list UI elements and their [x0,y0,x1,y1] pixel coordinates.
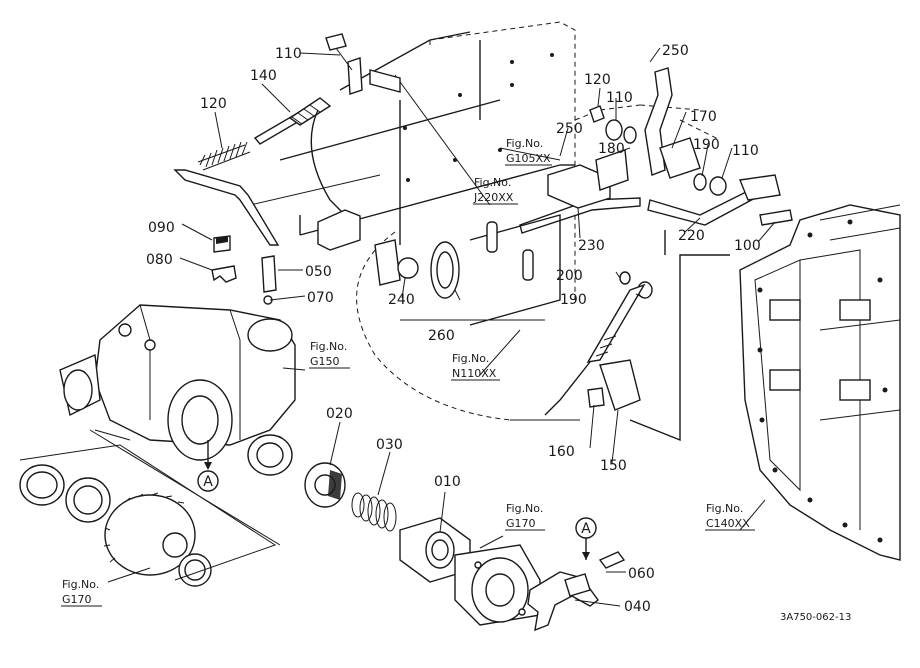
part-label-200: 190 [560,292,587,308]
marker-a2: A [575,517,597,560]
brake-housing [59,304,296,461]
part-label-170: 160 [548,444,575,460]
flange-g170 [454,544,541,626]
bearing-left-group [19,464,111,523]
part-label-060: 060 [628,566,655,582]
part-label-020: 020 [326,406,353,422]
part-label-180: 170 [690,109,717,125]
svg-text:Fig.No.: Fig.No. [62,578,99,591]
part-label-070: 070 [307,290,334,306]
brake-middle-assembly [374,149,653,416]
svg-text:Fig.No.: Fig.No. [506,137,543,150]
leader-lines [107,47,776,607]
part-label-100: 100 [734,238,761,254]
svg-text:Fig.No.: Fig.No. [310,340,347,353]
svg-text:Fig.No.: Fig.No. [706,502,743,515]
part-label-260: 260 [428,328,455,344]
part-label-220: 220 [678,228,705,244]
fig-ref-g170-left[interactable]: Fig.No. G170 [61,578,102,607]
svg-text:Fig.No.: Fig.No. [452,352,489,365]
svg-text:N110XX: N110XX [452,367,497,380]
assembly-boundary [356,231,580,421]
svg-text:Fig.No.: Fig.No. [474,176,511,189]
part-label-030: 030 [376,437,403,453]
marker-letter: A [203,474,213,490]
svg-text:Fig.No.: Fig.No. [506,502,543,515]
brake-rod-assembly [173,33,401,305]
part-label-230: 230 [578,238,605,254]
right-linkage [589,67,793,442]
fig-ref-g150[interactable]: Fig.No. G150 [309,340,350,369]
part-label-160: 150 [600,458,627,474]
drawing-code: 3A750-062-13 [780,612,851,623]
part-label-010: 010 [434,474,461,490]
part-label-150: 140 [250,68,277,84]
svg-text:C140XX: C140XX [706,517,750,530]
transmission-case [739,204,901,561]
svg-text:G170: G170 [62,593,92,606]
part-label-190-right: 190 [693,137,720,153]
svg-text:G105XX: G105XX [506,152,551,165]
tractor-frame-outline [249,21,701,300]
differential-gear [19,444,277,587]
part-label-080: 080 [146,252,173,268]
small-parts-left [211,235,237,283]
marker-letter: A [581,521,591,537]
part-label-090: 090 [148,220,175,236]
svg-text:J220XX: J220XX [473,191,514,204]
marker-a1: A [197,440,219,492]
leader-j220 [394,74,491,206]
part-label-110-right: 110 [732,143,759,159]
part-label-190-left: 180 [598,141,625,157]
figure-references: Fig.No. G105XX Fig.No. J220XX Fig.No. G1… [61,137,755,607]
spring-030 [351,492,397,532]
bearing-020 [247,434,346,508]
sleeve-010 [399,517,471,583]
fig-ref-j220[interactable]: Fig.No. J220XX [473,176,518,205]
part-label-120: 120 [584,72,611,88]
part-label-210: 200 [556,268,583,284]
fig-ref-n110[interactable]: Fig.No. N110XX [451,352,500,381]
part-label-250-top: 250 [662,43,689,59]
shift-fork-040 [527,571,599,632]
part-labels: 110 140 120 090 080 050 070 020 030 010 … [146,43,761,615]
part-label-250-mid: 250 [556,121,583,137]
part-label-240: 240 [388,292,415,308]
svg-text:G150: G150 [310,355,340,368]
part-label-110: 110 [606,90,633,106]
part-label-050: 050 [305,264,332,280]
part-label-140: 120 [200,96,227,112]
svg-text:G170: G170 [506,517,536,530]
fig-ref-g170-right[interactable]: Fig.No. G170 [505,502,545,531]
part-label-130: 110 [275,46,302,62]
fig-ref-c140[interactable]: Fig.No. C140XX [705,502,755,531]
pin-060 [598,551,626,569]
fig-ref-g105[interactable]: Fig.No. G105XX [505,137,552,166]
part-label-040: 040 [624,599,651,615]
